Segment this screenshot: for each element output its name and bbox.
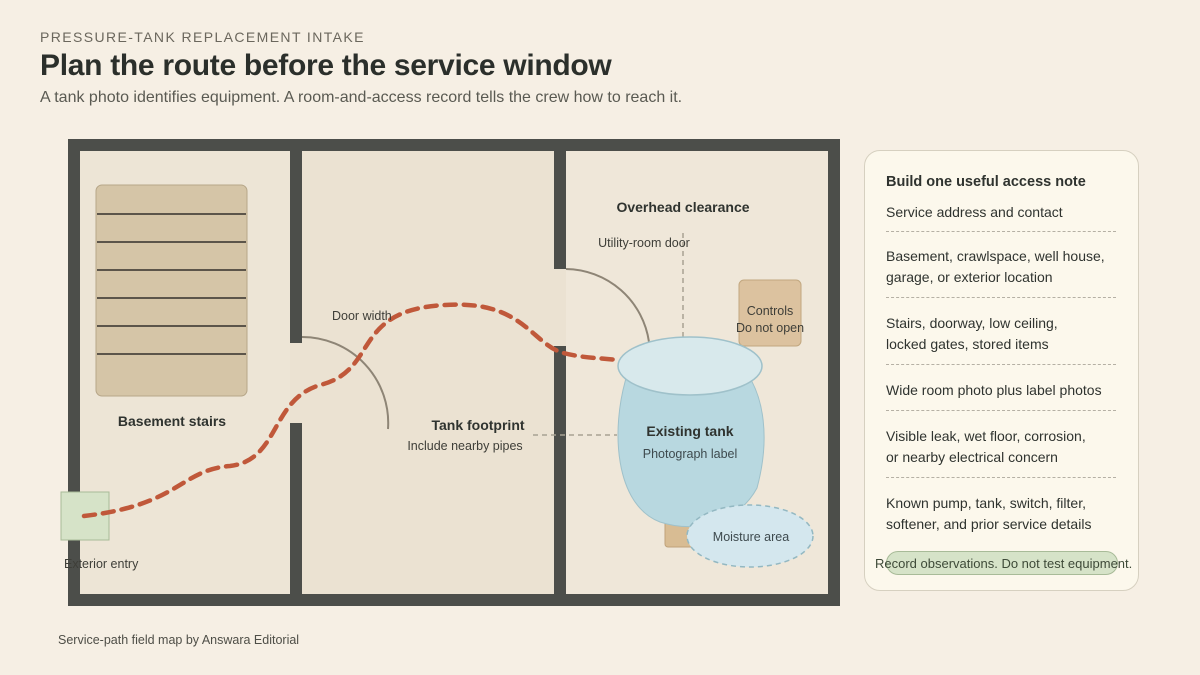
controls-box [738,279,802,347]
tank-top [617,336,763,396]
note-service-address: Service address and contact [886,204,1063,220]
note-divider [886,410,1116,411]
note-divider [886,364,1116,365]
service-route [81,302,621,519]
label-overhead-clearance: Overhead clearance [616,199,749,215]
door-swing-utility [565,268,650,343]
note-equipment: Known pump, tank, switch, filter, soften… [886,495,1092,532]
note-obstacles: Stairs, doorway, low ceiling, locked gat… [886,315,1058,352]
note-divider [886,477,1116,478]
label-moisture-area: Moisture area [713,530,789,544]
label-utility-door: Utility-room door [598,236,690,250]
card-title: Build one useful access note [886,174,1086,190]
label-existing-tank: Existing tank [646,423,733,439]
page-subtitle: A tank photo identifies equipment. A roo… [40,89,683,106]
label-tank-footprint: Tank footprint [431,417,524,433]
label-controls: Controls [747,304,794,318]
moisture-area [686,504,814,568]
interior-wall-right-bottom [554,346,566,594]
basement-stairs [95,184,248,397]
access-note-card: Build one useful access note Service add… [864,150,1139,591]
label-do-not-open: Do not open [736,321,804,335]
eyebrow: PRESSURE-TANK REPLACEMENT INTAKE [40,29,365,45]
label-include-pipes: Include nearby pipes [407,439,522,453]
door-swing-left [301,335,390,430]
note-location: Basement, crawlspace, well house, garage… [886,248,1105,285]
note-hazards: Visible leak, wet floor, corrosion, or n… [886,428,1086,465]
label-exterior-entry: Exterior entry [64,557,139,571]
existing-tank [617,336,765,548]
interior-wall-left-bottom [290,423,302,594]
interior-wall-right-top [554,151,566,269]
safety-pill-text: Record observations. Do not test equipme… [875,556,1133,571]
note-divider [886,231,1116,232]
label-basement-stairs: Basement stairs [118,413,226,429]
note-photos: Wide room photo plus label photos [886,382,1102,398]
safety-pill [886,551,1118,575]
page-title: Plan the route before the service window [40,49,612,82]
label-door-width: Door width [332,309,392,323]
credit-line: Service-path field map by Answara Editor… [58,633,300,647]
note-divider [886,297,1116,298]
interior-wall-left-top [290,151,302,343]
label-photograph-label: Photograph label [643,447,738,461]
